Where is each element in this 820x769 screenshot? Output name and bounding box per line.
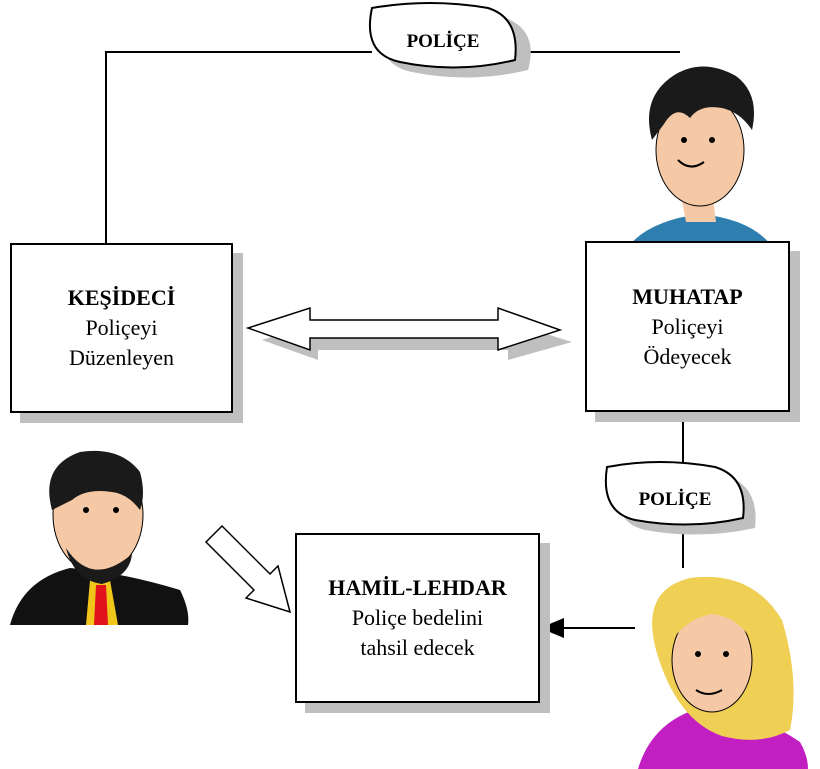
person-kesideci-icon xyxy=(10,450,189,625)
person-muhatap-icon xyxy=(622,66,778,256)
top-flag-label: POLİÇE xyxy=(407,31,480,52)
box-hamil-lehdar: HAMİL-LEHDAR Poliçe bedelini tahsil edec… xyxy=(295,533,540,703)
kesideci-line2: Düzenleyen xyxy=(68,345,175,370)
muhatap-title: MUHATAP xyxy=(632,283,743,309)
box-kesideci: KEŞİDECİ Poliçeyi Düzenleyen xyxy=(10,243,233,413)
muhatap-line1: Poliçeyi xyxy=(651,313,724,339)
hamil-line2: tahsil edecek xyxy=(360,635,475,660)
connector-top-left xyxy=(105,51,372,243)
right-flag: POLİÇE xyxy=(604,461,756,535)
person-hamil-icon xyxy=(638,576,808,769)
kesideci-line1: Poliçeyi xyxy=(85,315,158,340)
right-flag-label: POLİÇE xyxy=(639,489,712,510)
top-flag: POLİÇE xyxy=(368,2,531,78)
hamil-line1: Poliçe bedelini xyxy=(351,605,484,630)
muhatap-line2: Ödeyecek xyxy=(643,343,732,369)
diagonal-hollow-arrow xyxy=(204,524,292,614)
hamil-title: HAMİL-LEHDAR xyxy=(328,575,507,600)
box-muhatap: MUHATAP Poliçeyi Ödeyecek xyxy=(585,241,790,412)
kesideci-title: KEŞİDECİ xyxy=(67,285,176,310)
double-arrow xyxy=(245,306,572,360)
